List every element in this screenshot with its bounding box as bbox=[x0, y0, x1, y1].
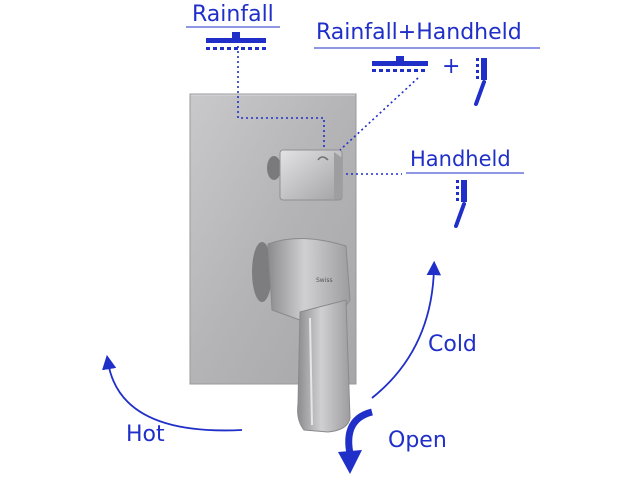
open-arrow bbox=[338, 408, 374, 474]
cold-label: Cold bbox=[428, 332, 477, 357]
handheld-label: Handheld bbox=[410, 147, 511, 171]
handheld-shower-icon bbox=[474, 58, 487, 106]
rainfall-handheld-label: Rainfall+Handheld bbox=[316, 20, 522, 45]
cold-arrow bbox=[371, 260, 442, 399]
hot-arrow bbox=[102, 354, 243, 432]
brand-mark: Swiss bbox=[316, 277, 333, 284]
open-label: Open bbox=[388, 428, 447, 453]
rain-shower-head-icon bbox=[372, 56, 428, 72]
hot-label: Hot bbox=[126, 422, 165, 447]
rainfall-label: Rainfall bbox=[192, 2, 274, 27]
rainfall-leader-line bbox=[237, 46, 325, 150]
rain-shower-head-icon bbox=[206, 32, 266, 50]
leader-lines bbox=[237, 46, 419, 175]
label-underlines bbox=[186, 26, 540, 174]
trim-plate bbox=[189, 93, 357, 385]
handheld-shower-icon bbox=[454, 180, 467, 228]
diverter-knob[interactable] bbox=[267, 149, 343, 201]
plus-sign: + bbox=[442, 54, 461, 79]
temperature-handle[interactable] bbox=[252, 237, 351, 433]
